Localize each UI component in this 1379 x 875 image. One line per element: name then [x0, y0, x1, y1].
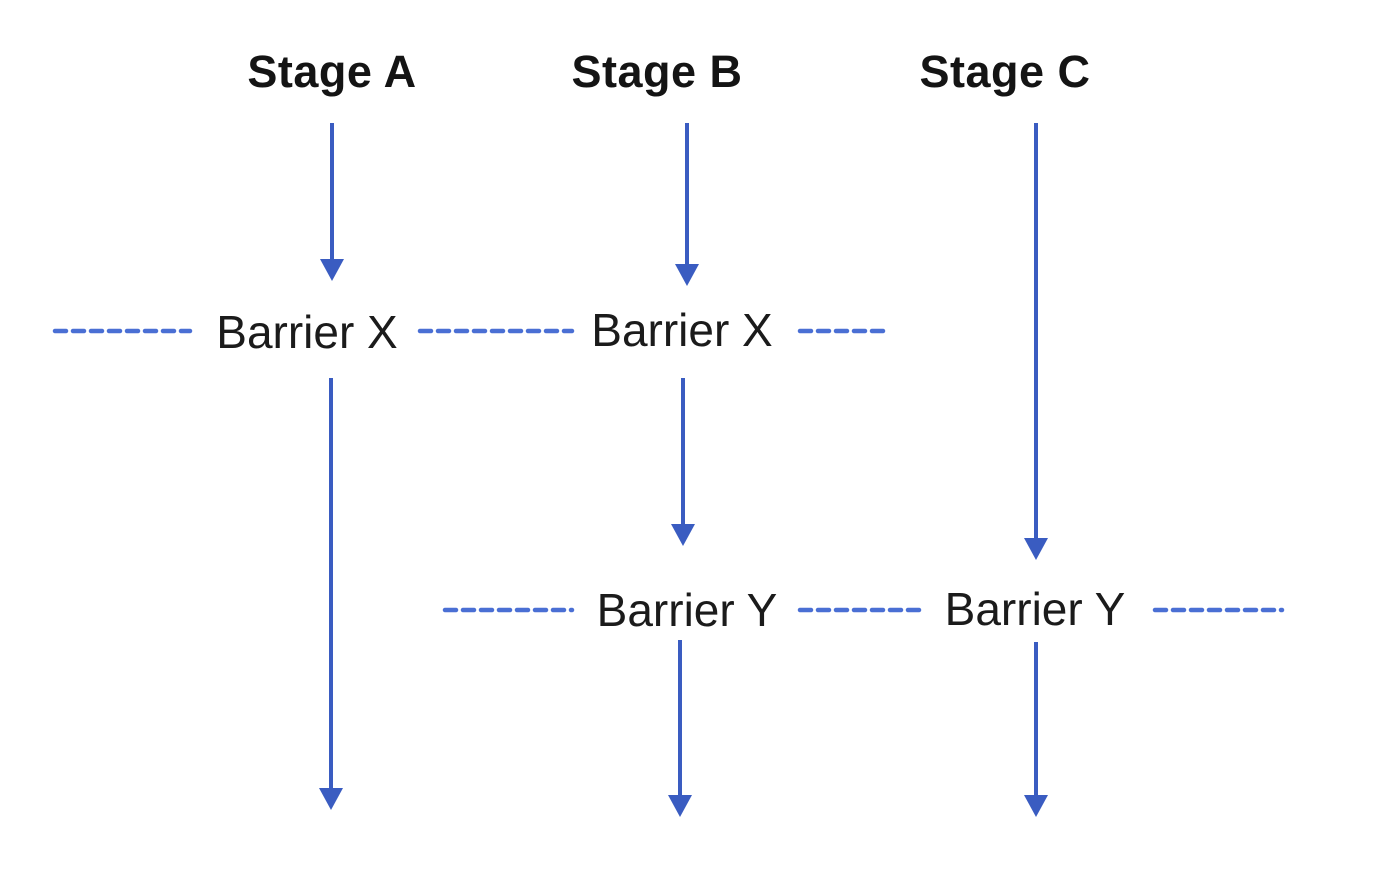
stage-c-arrow-bottom-arrowhead-icon — [1024, 795, 1048, 817]
barrier-y-label-2: Barrier Y — [944, 583, 1126, 635]
stage-c-label: Stage C — [919, 46, 1091, 97]
stage-b-arrow-top-arrowhead-icon — [675, 264, 699, 286]
barrier-y-label-1: Barrier Y — [596, 584, 778, 636]
stage-c-arrow-top-arrowhead-icon — [1024, 538, 1048, 560]
stage-a-arrow-top-arrowhead-icon — [320, 259, 344, 281]
barrier-x-label-1: Barrier X — [216, 306, 398, 358]
stage-a-label: Stage A — [247, 46, 417, 97]
barrier-x-label-2: Barrier X — [591, 304, 773, 356]
stage-b-arrow-middle-arrowhead-icon — [671, 524, 695, 546]
stage-a-arrow-bottom-arrowhead-icon — [319, 788, 343, 810]
stage-b-arrow-bottom-arrowhead-icon — [668, 795, 692, 817]
stage-b-label: Stage B — [571, 46, 743, 97]
